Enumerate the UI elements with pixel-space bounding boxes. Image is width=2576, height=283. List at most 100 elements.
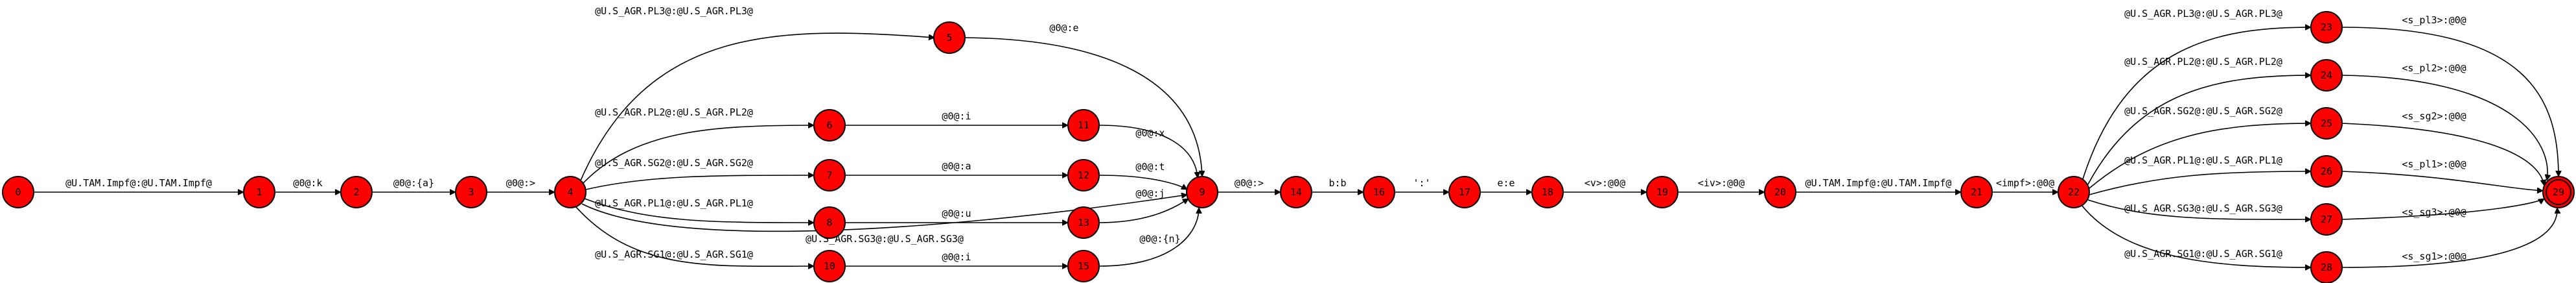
state-node-6: 6 [813,109,846,142]
transition-arrow-4-to-10 [575,206,814,266]
transition-label-16-to-17: ':' [1413,177,1430,189]
transition-label-11-to-9: @0@:x [1135,127,1165,139]
state-label-23: 23 [2321,21,2332,33]
state-node-22: 22 [2058,176,2090,208]
state-label-13: 13 [1078,217,1089,228]
state-node-0: 0 [2,176,34,208]
state-label-17: 17 [1459,186,1470,198]
state-circle-10 [813,250,846,282]
state-label-9: 9 [1199,186,1205,198]
state-circle-3 [455,176,487,208]
state-label-14: 14 [1290,186,1302,198]
state-node-16: 16 [1363,176,1395,208]
state-circle-1 [243,176,275,208]
transition-arrow-4-to-5 [580,32,934,181]
state-label-29: 29 [2553,186,2564,198]
transition-arrow-4-to-7 [585,175,814,190]
state-circle-19 [1646,176,1678,208]
transition-label-0-to-1: @U.TAM.Impf@:@U.TAM.Impf@ [65,177,212,189]
transition-arrow-13-to-9 [1098,198,1189,223]
state-node-2: 2 [340,176,373,208]
transition-label-4-to-7: @U.S_AGR.SG2@:@U.S_AGR.SG2@ [595,157,753,169]
transition-arrow-4-to-8 [584,198,814,223]
transition-label-22-to-26: @U.S_AGR.PL1@:@U.S_AGR.PL1@ [2124,154,2282,166]
transition-label-4-to-6: @U.S_AGR.PL2@:@U.S_AGR.PL2@ [595,106,753,118]
transition-label-4-to-5: @U.S_AGR.PL3@:@U.S_AGR.PL3@ [595,5,753,17]
transition-arrow-24-to-29 [2341,75,2547,180]
state-label-27: 27 [2321,214,2332,225]
transition-label-19-to-20: <iv>:@0@ [1698,177,1745,189]
state-node-8: 8 [813,206,846,239]
state-node-10: 10 [813,250,846,282]
transition-label-2-to-3: @0@:{a} [393,177,434,189]
state-circle-17 [1448,176,1481,208]
transition-label-5-to-9: @0@:e [1049,22,1078,34]
state-node-23: 23 [2310,11,2343,43]
state-node-27: 27 [2310,203,2343,236]
state-node-29: 29 [2542,176,2575,208]
transition-label-4-to-10: @U.S_AGR.SG1@:@U.S_AGR.SG1@ [595,249,753,260]
transition-label-3-to-4: @0@:> [506,177,535,189]
state-label-19: 19 [1656,186,1668,198]
state-node-13: 13 [1067,206,1100,239]
transition-label-22-to-27: @U.S_AGR.SG3@:@U.S_AGR.SG3@ [2124,203,2282,214]
state-circle-8 [813,206,846,239]
state-circle-28 [2310,251,2343,283]
state-circle-25 [2310,107,2343,140]
transition-arrow-27-to-29 [2341,198,2544,220]
state-label-7: 7 [826,169,832,181]
state-circle-22 [2058,176,2090,208]
transition-labels: @U.TAM.Impf@:@U.TAM.Impf@ @0@:k @0@:{a} @0@… [65,5,2466,263]
state-label-11: 11 [1078,119,1089,131]
state-node-20: 20 [1764,176,1796,208]
state-label-18: 18 [1542,186,1553,198]
state-label-8: 8 [826,217,832,228]
state-node-25: 25 [2310,107,2343,140]
transition-arrow-22-to-23 [2082,27,2311,180]
transition-label-15-to-9: @0@:{n} [1139,233,1180,245]
state-label-26: 26 [2321,166,2332,177]
state-node-19: 19 [1646,176,1678,208]
state-node-21: 21 [1960,176,1993,208]
transition-label-22-to-25: @U.S_AGR.SG2@:@U.S_AGR.SG2@ [2124,105,2282,117]
state-circle-9 [1186,176,1218,208]
transition-label-13-to-9: @0@:j [1135,188,1165,199]
state-node-24: 24 [2310,59,2343,92]
transition-label-1-to-2: @0@:k [293,177,322,189]
transition-label-7-to-12: @0@:a [942,160,971,172]
transition-arrow-22-to-28 [2081,204,2311,267]
state-circle-5 [933,21,966,54]
transition-arrow-4-to-6 [583,125,814,184]
state-label-28: 28 [2321,262,2332,273]
state-circle-16 [1363,176,1395,208]
transition-arrow-25-to-29 [2341,123,2544,186]
transitions [34,27,2559,267]
state-circle-0 [2,176,34,208]
state-circle-26 [2310,155,2343,188]
state-label-0: 0 [15,186,21,198]
state-label-25: 25 [2321,117,2332,129]
state-node-3: 3 [455,176,487,208]
transition-label-18-to-19: <v>:@0@ [1584,177,1625,189]
transition-arrow-23-to-29 [2341,27,2559,177]
transition-label-22-to-23: @U.S_AGR.PL3@:@U.S_AGR.PL3@ [2124,8,2282,19]
state-circle-11 [1067,109,1100,142]
state-node-4: 4 [554,176,586,208]
transition-label-21-to-22: <impf>:@0@ [1996,177,2054,189]
final-state-inner-ring-29 [2546,179,2571,205]
state-label-12: 12 [1078,169,1089,181]
state-circle-6 [813,109,846,142]
transition-arrow-26-to-29 [2341,171,2543,191]
state-circle-24 [2310,59,2343,92]
transition-label-26-to-29: <s_pl1>:@0@ [2402,158,2466,170]
state-label-22: 22 [2068,186,2080,198]
state-label-10: 10 [824,260,835,272]
transition-label-23-to-29: <s_pl3>:@0@ [2402,14,2466,26]
transition-label-8-to-13: @0@:u [942,208,971,219]
state-label-6: 6 [826,119,832,131]
state-node-1: 1 [243,176,275,208]
state-circle-13 [1067,206,1100,239]
state-label-15: 15 [1078,260,1089,272]
state-circle-4 [554,176,586,208]
state-node-11: 11 [1067,109,1100,142]
